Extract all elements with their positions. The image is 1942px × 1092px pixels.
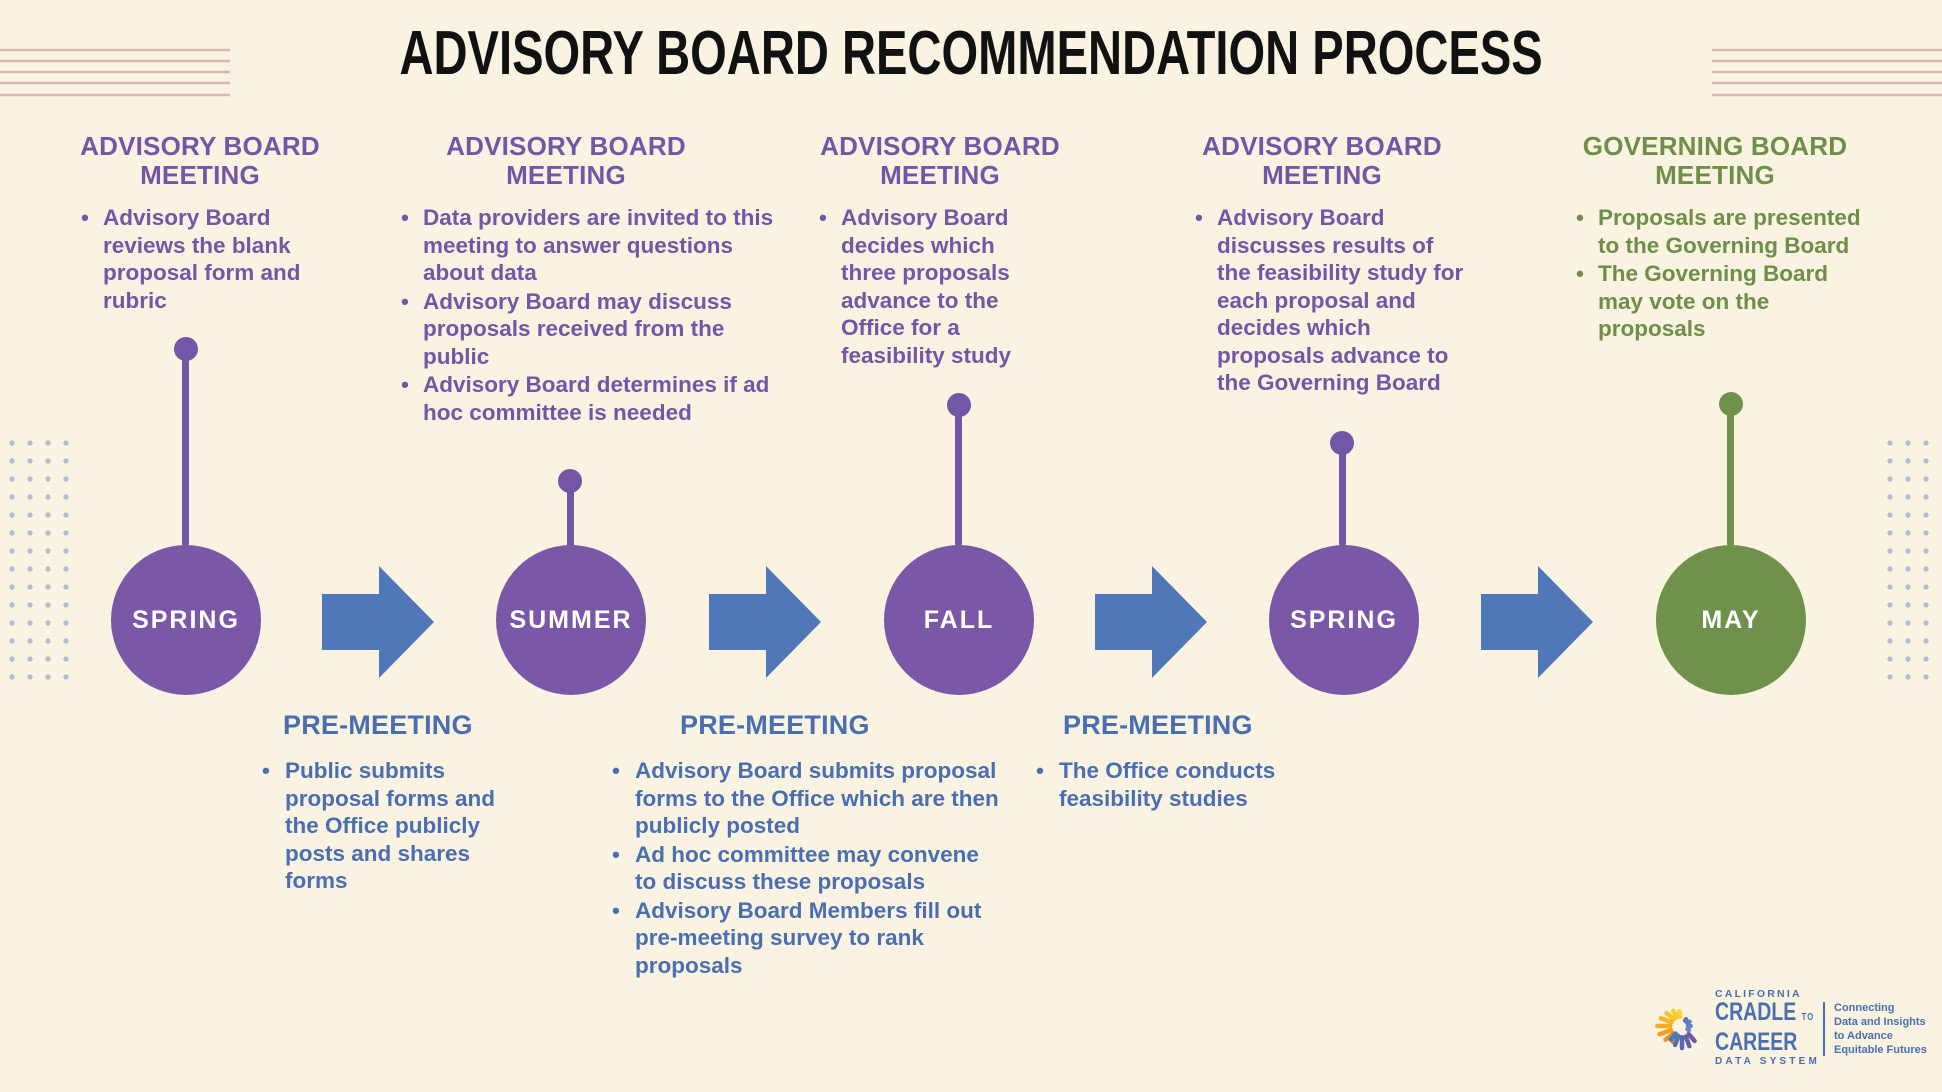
meeting-bullets: Proposals are presented to the Governing… (1571, 204, 1863, 343)
bullet-item: Advisory Board submits proposal forms to… (604, 757, 1000, 840)
meeting-heading: ADVISORY BOARD MEETING (1202, 131, 1442, 190)
stage-label: MAY (1701, 605, 1761, 634)
logo-career-line: CAREER (1715, 1028, 1798, 1056)
stage-label: SPRING (1290, 605, 1398, 634)
meeting-column-5: GOVERNING BOARD MEETING Proposals are pr… (1557, 132, 1873, 344)
arrow-right-icon (1095, 566, 1207, 678)
bullet-item: Public submits proposal forms and the Of… (254, 757, 512, 895)
logo-to-label: TO (1801, 1012, 1814, 1023)
meeting-heading: ADVISORY BOARD MEETING (80, 131, 320, 190)
logo-divider (1823, 1002, 1825, 1056)
corner-arcs-top-right-icon (1712, 0, 1942, 97)
meeting-bullets: Advisory Board discusses results of the … (1190, 204, 1470, 397)
bullet-item: Ad hoc committee may convene to discuss … (604, 841, 1000, 896)
dot-grid-left (3, 434, 75, 686)
stage-circle-fall: FALL (884, 545, 1034, 695)
bullet-item: Data providers are invited to this meeti… (396, 204, 788, 287)
bullet-item: Advisory Board decides which three propo… (814, 204, 1054, 369)
tagline-line: to Advance (1834, 1030, 1893, 1042)
pre-meeting-block-1: PRE-MEETING Public submits proposal form… (254, 710, 516, 896)
dot-grid-right (1881, 434, 1935, 686)
logo-data-system-label: DATA SYSTEM (1715, 1056, 1821, 1067)
logo-cradle-line: CRADLE TO (1715, 998, 1814, 1026)
arrow-right-icon (709, 566, 821, 678)
stage-circle-summer: SUMMER (496, 545, 646, 695)
logo-california-label: CALIFORNIA (1715, 988, 1802, 1000)
bullet-item: Advisory Board Members fill out pre-meet… (604, 897, 1000, 980)
corner-arcs-top-left-icon (0, 48, 230, 97)
bullet-item: Proposals are presented to the Governing… (1571, 204, 1863, 259)
pre-meeting-block-3: PRE-MEETING The Office conducts feasibil… (1028, 710, 1338, 813)
timeline-stem (955, 405, 962, 547)
cradle-to-career-logo-icon (1655, 1008, 1697, 1051)
pre-meeting-heading: PRE-MEETING (1063, 710, 1253, 740)
tagline-line: Data and Insights (1834, 1016, 1926, 1028)
pre-meeting-block-2: PRE-MEETING Advisory Board submits propo… (604, 710, 1004, 980)
stage-label: SUMMER (509, 605, 633, 634)
timeline-stem (1727, 404, 1734, 547)
stage-label: FALL (923, 605, 995, 634)
stage-circle-spring-2: SPRING (1269, 545, 1419, 695)
timeline-stem-dot (1719, 392, 1743, 416)
meeting-heading: ADVISORY BOARD MEETING (820, 131, 1060, 190)
bullet-item: The Office conducts feasibility studies (1028, 757, 1334, 812)
timeline-stem (567, 481, 574, 549)
meeting-heading: GOVERNING BOARD MEETING (1582, 131, 1848, 190)
logo-wordmark: CALIFORNIA CRADLE TO CAREER DATA SYSTEM (1715, 988, 1842, 1067)
meeting-column-1: ADVISORY BOARD MEETING Advisory Board re… (62, 132, 338, 315)
pre-meeting-bullets: The Office conducts feasibility studies (1028, 757, 1334, 812)
meeting-bullets: Advisory Board reviews the blank proposa… (76, 204, 326, 314)
bullet-item: Advisory Board may discuss proposals rec… (396, 288, 788, 371)
arrow-right-icon (1481, 566, 1593, 678)
bullet-item: Advisory Board reviews the blank proposa… (76, 204, 326, 314)
timeline-stem-dot (558, 469, 582, 493)
meeting-column-3: ADVISORY BOARD MEETING Advisory Board de… (790, 132, 1090, 370)
page-title: ADVISORY BOARD RECOMMENDATION PROCESS (0, 18, 1942, 89)
pre-meeting-heading: PRE-MEETING (680, 710, 870, 740)
bullet-item: The Governing Board may vote on the prop… (1571, 260, 1863, 343)
arrow-right-icon (322, 566, 434, 678)
pre-meeting-heading: PRE-MEETING (283, 710, 473, 740)
pre-meeting-bullets: Advisory Board submits proposal forms to… (604, 757, 1000, 979)
stage-label: SPRING (132, 605, 240, 634)
timeline-stem-dot (947, 393, 971, 417)
timeline-stem (1339, 443, 1346, 547)
tagline-line: Equitable Futures (1834, 1044, 1927, 1056)
timeline-stem-dot (174, 337, 198, 361)
bullet-item: Advisory Board discusses results of the … (1190, 204, 1470, 397)
meeting-column-2: ADVISORY BOARD MEETING Data providers ar… (396, 131, 773, 427)
stage-circle-may: MAY (1656, 545, 1806, 695)
tagline-line: Connecting (1834, 1002, 1895, 1014)
bullet-item: Advisory Board determines if ad hoc comm… (396, 371, 788, 426)
stage-circle-spring-1: SPRING (111, 545, 261, 695)
logo-tagline: Connecting Data and Insights to Advance … (1834, 1001, 1927, 1057)
timeline-stem-dot (1330, 431, 1354, 455)
meeting-column-4: ADVISORY BOARD MEETING Advisory Board di… (1172, 132, 1472, 398)
meeting-bullets: Data providers are invited to this meeti… (396, 204, 788, 426)
pre-meeting-bullets: Public submits proposal forms and the Of… (254, 757, 512, 895)
timeline-stem (182, 349, 189, 547)
page-title-text: ADVISORY BOARD RECOMMENDATION PROCESS (399, 19, 1543, 88)
meeting-heading: ADVISORY BOARD MEETING (446, 131, 686, 190)
meeting-bullets: Advisory Board decides which three propo… (814, 204, 1054, 369)
